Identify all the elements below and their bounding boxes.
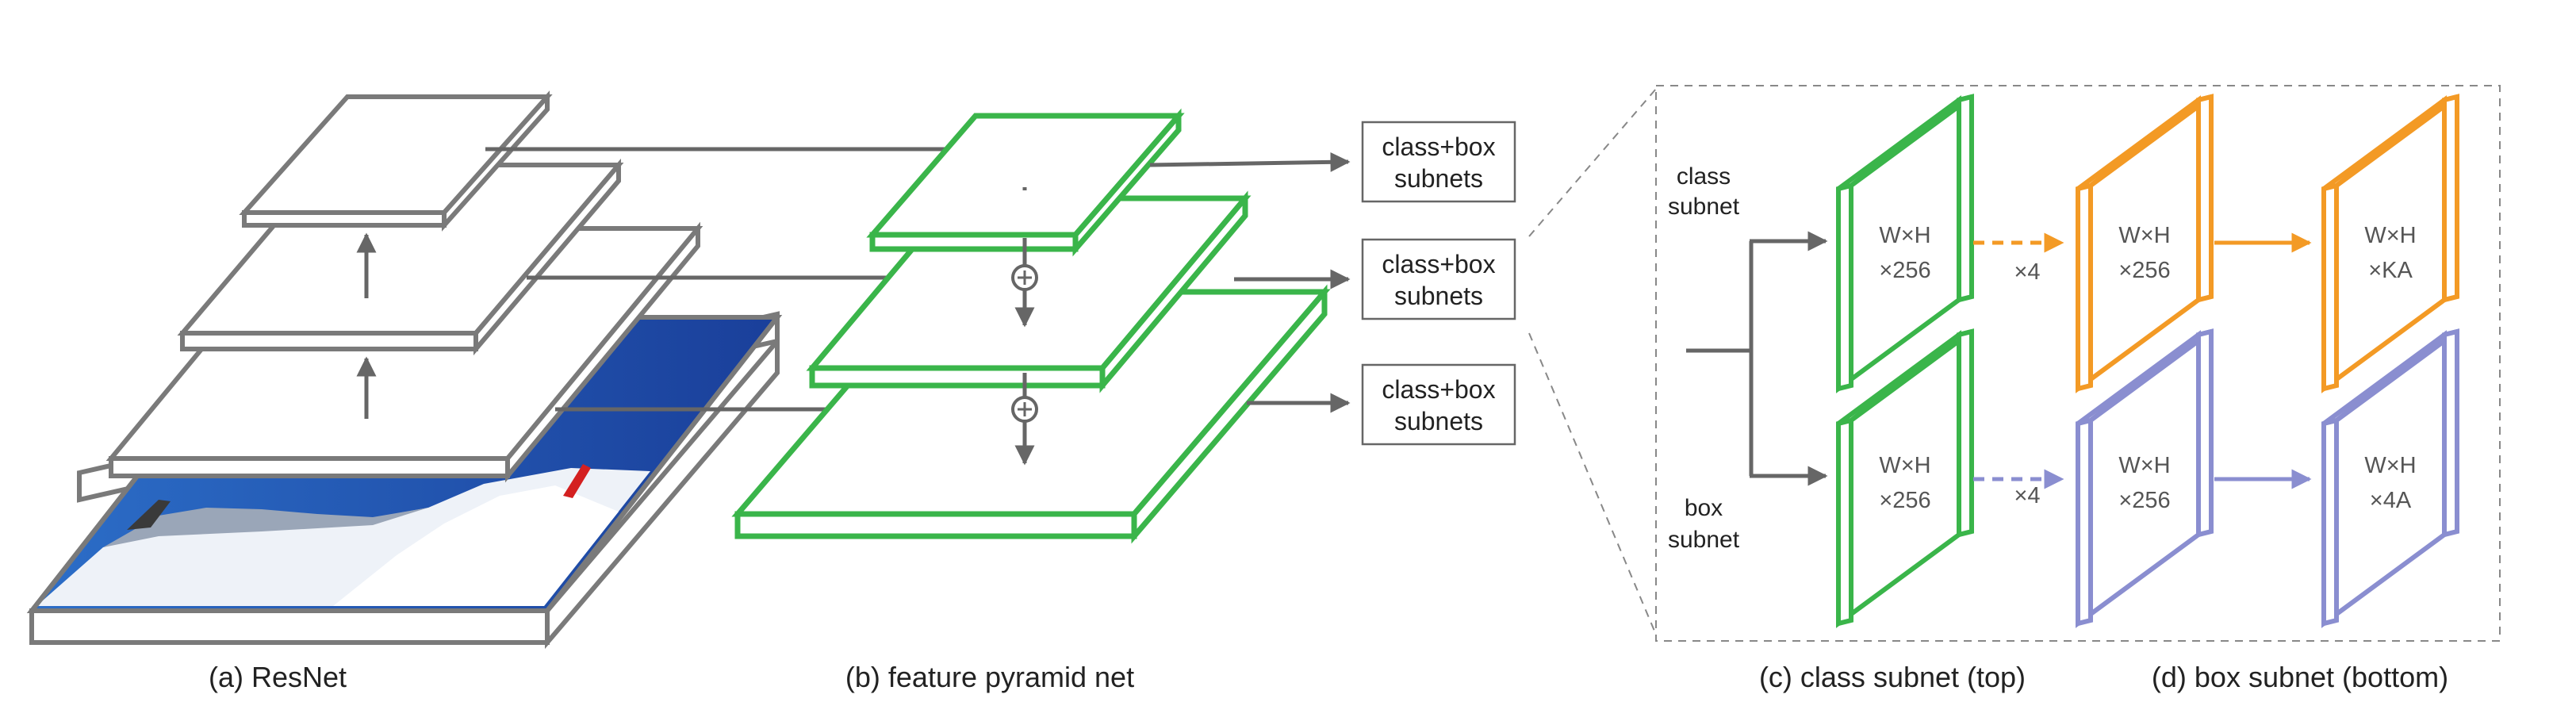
merge-node-icon <box>1011 396 1038 423</box>
class-subnet-label-1: class <box>1677 163 1731 190</box>
box-map-2: W×H ×256 <box>2076 328 2214 628</box>
subnet-box-line2: subnets <box>1394 164 1483 193</box>
subnet-box-line1: class+box <box>1382 250 1495 278</box>
subnet-box-line2: subnets <box>1394 407 1483 435</box>
feature-pyramid <box>731 108 1331 544</box>
box-map-1: W×H ×256 <box>1836 328 1974 628</box>
map-label-2: ×4A <box>2370 488 2412 513</box>
class-map-1: W×H ×256 <box>1836 94 1974 393</box>
box-subnet-label-2: subnet <box>1668 527 1740 553</box>
class-map-2: W×H ×256 <box>2076 94 2214 393</box>
map-label-2: ×256 <box>1879 258 1930 283</box>
caption-box-subnet: (d) box subnet (bottom) <box>2152 661 2448 693</box>
map-label-2: ×KA <box>2368 258 2413 283</box>
map-label-2: ×256 <box>2118 488 2170 513</box>
subnet-box-line2: subnets <box>1394 282 1483 310</box>
caption-class-subnet: (c) class subnet (top) <box>1759 661 2026 693</box>
caption-resnet: (a) ResNet <box>209 661 347 693</box>
resnet-backbone <box>26 90 783 650</box>
map-label-1: W×H <box>1879 453 1930 478</box>
subnet-box: class+box subnets <box>1361 363 1516 446</box>
fpn-to-subnets <box>1149 152 1351 413</box>
map-label-2: ×256 <box>1879 488 1930 513</box>
caption-fpn: (b) feature pyramid net <box>845 661 1134 693</box>
subnet-box: class+box subnets <box>1361 121 1516 203</box>
map-label-1: W×H <box>2118 223 2170 248</box>
class-map-3: W×H ×KA <box>2321 94 2459 393</box>
subnet-box-line1: class+box <box>1382 132 1495 161</box>
map-label-1: W×H <box>2118 453 2170 478</box>
merge-node-icon <box>1011 264 1038 291</box>
map-label-2: ×256 <box>2118 258 2170 283</box>
class-subnet-label-2: subnet <box>1668 194 1740 220</box>
zoom-line <box>1528 332 1657 635</box>
box-subnet-label-1: box <box>1685 495 1723 521</box>
box-map-3: W×H ×4A <box>2321 328 2459 628</box>
map-label-1: W×H <box>2364 453 2416 478</box>
zoom-frame <box>1655 85 2501 642</box>
box-repeat-label: ×4 <box>2014 483 2040 508</box>
map-label-1: W×H <box>2364 223 2416 248</box>
resnet-stage-5 <box>239 90 553 232</box>
subnet-box: class+box subnets <box>1361 238 1516 320</box>
subnet-box-line1: class+box <box>1382 375 1495 404</box>
class-repeat-label: ×4 <box>2014 259 2040 285</box>
map-label-1: W×H <box>1879 223 1930 248</box>
head-branch <box>1686 231 1828 486</box>
zoom-line <box>1528 88 1657 237</box>
